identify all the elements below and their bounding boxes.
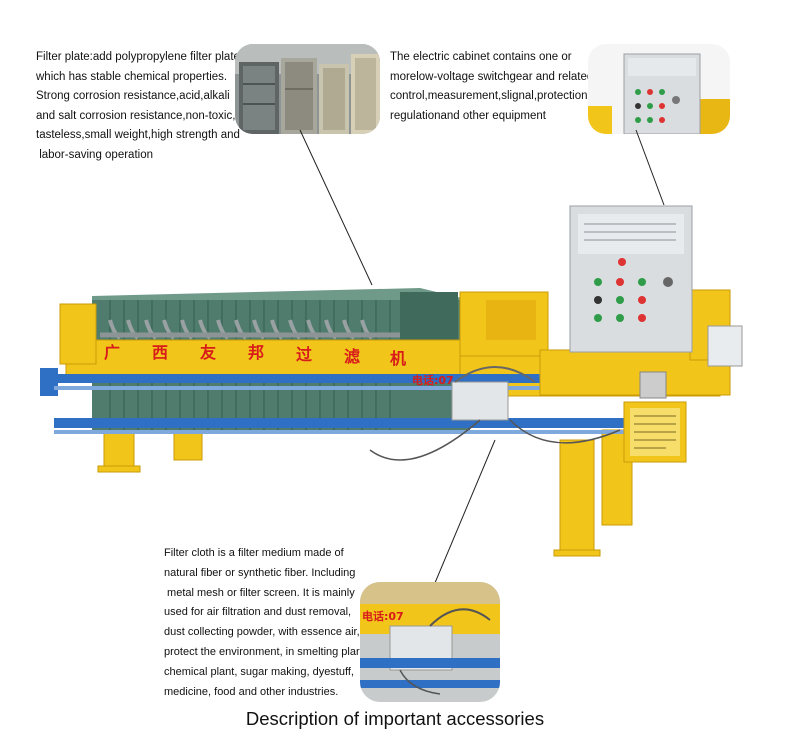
annotation-line: The electric cabinet contains one or bbox=[390, 51, 572, 63]
annotation-line: which has stable chemical properties. bbox=[36, 70, 228, 83]
banner-char: 西 bbox=[152, 343, 168, 362]
banner-char: 滤 bbox=[344, 347, 360, 366]
annotation-line: morelow-voltage switchgear and related bbox=[390, 70, 594, 83]
annotation-line: Filter cloth is a filter medium made of bbox=[164, 547, 344, 559]
annotation-line: Strong corrosion resistance,acid,alkali bbox=[36, 90, 230, 103]
annotation-line: dust collecting powder, with essence air… bbox=[164, 626, 360, 639]
inset-phone: 电话:07 bbox=[362, 609, 404, 623]
banner-char: 友 bbox=[200, 343, 217, 362]
annotation-line: medicine, food and other industries. bbox=[164, 685, 339, 698]
annotation-line: chemical plant, sugar making, dyestuff, bbox=[164, 665, 354, 678]
annotation-line: labor-saving operation bbox=[36, 148, 153, 161]
caption: Description of important accessories bbox=[245, 708, 545, 729]
annotation-line: control,measurement,slignal,protection, bbox=[390, 90, 591, 103]
banner-phone: 电话:07 bbox=[412, 373, 454, 387]
annotation-line: Filter plate:add polypropylene filter pl… bbox=[36, 51, 244, 63]
filter-plate-photo bbox=[235, 44, 380, 134]
annotation-line: regulationand other equipment bbox=[390, 109, 547, 122]
filter-cloth-photo: 电话:07 bbox=[360, 582, 500, 702]
filter-cloth-annotation: Filter cloth is a filter medium made of … bbox=[164, 544, 360, 702]
annotation-line: tasteless,small weight,high strength and bbox=[36, 129, 240, 142]
annotation-line: and salt corrosion resistance,non-toxic, bbox=[36, 109, 236, 122]
filter-plate-annotation: Filter plate:add polypropylene filter pl… bbox=[36, 48, 243, 166]
banner-char: 机 bbox=[390, 349, 406, 368]
annotation-line: natural fiber or synthetic fiber. Includ… bbox=[164, 566, 356, 579]
annotation-line: metal mesh or filter screen. It is mainl… bbox=[164, 586, 355, 599]
annotation-line: used for air filtration and dust removal… bbox=[164, 606, 352, 619]
electric-cabinet-photo bbox=[588, 44, 730, 134]
banner-char: 广 bbox=[104, 343, 120, 362]
banner-char: 邦 bbox=[248, 343, 264, 362]
annotation-line: protect the environment, in smelting pla… bbox=[164, 645, 360, 658]
banner-char: 过 bbox=[296, 345, 312, 364]
electric-cabinet-annotation: The electric cabinet contains one or mor… bbox=[390, 48, 593, 126]
